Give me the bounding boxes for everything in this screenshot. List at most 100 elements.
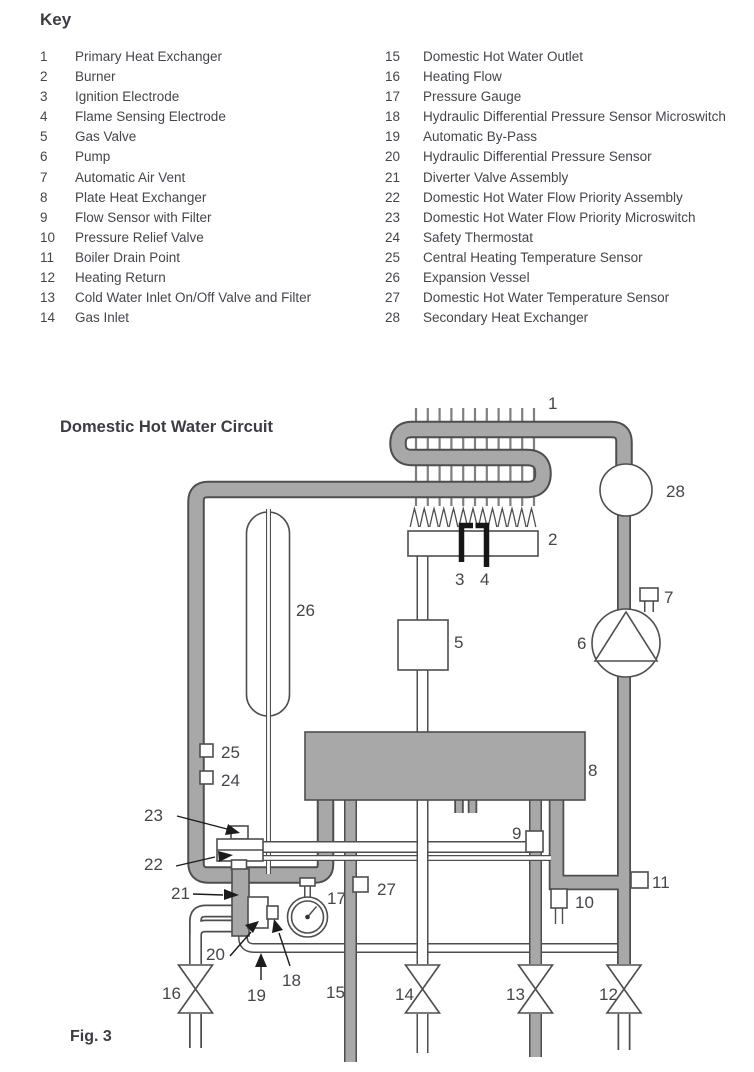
key-item-label: Gas Valve — [75, 129, 137, 145]
key-item: 14 Gas Inlet — [40, 308, 311, 328]
callout-arrows — [175, 815, 291, 980]
key-item-number: 1 — [40, 49, 48, 64]
flame-sensing-electrode — [475, 522, 490, 567]
callout-21: 21 — [171, 884, 190, 903]
key-item: 10 Pressure Relief Valve — [40, 228, 311, 248]
key-item-label: Flame Sensing Electrode — [75, 109, 226, 125]
callout-3: 3 — [455, 570, 464, 589]
callout-13: 13 — [506, 985, 525, 1004]
automatic-air-vent — [639, 587, 659, 602]
key-item-label: Pump — [75, 149, 111, 165]
key-item-label: Domestic Hot Water Flow Priority Microsw… — [423, 209, 696, 225]
callout-28: 28 — [666, 482, 685, 501]
plate-heat-exchanger — [304, 731, 586, 801]
key-item-number: 24 — [385, 229, 401, 245]
key-item: 3 Ignition Electrode — [40, 87, 311, 107]
callout-14: 14 — [395, 985, 414, 1004]
callout-6: 6 — [577, 634, 586, 653]
callout-11: 11 — [652, 873, 670, 892]
callout-10: 10 — [575, 893, 594, 912]
callout-22: 22 — [144, 855, 163, 874]
key-item-label: Domestic Hot Water Flow Priority Assembl… — [423, 189, 683, 205]
key-item-number: 15 — [385, 49, 401, 64]
callout-labels: 1 2 3 4 5 6 7 8 9 10 11 12 13 14 15 16 1… — [144, 394, 685, 1005]
callout-8: 8 — [588, 761, 597, 780]
callout-23: 23 — [144, 806, 163, 825]
callout-20: 20 — [206, 945, 225, 964]
key-item-label: Plate Heat Exchanger — [75, 189, 207, 205]
key-item-label: Pressure Relief Valve — [75, 229, 204, 245]
callout-27: 27 — [377, 880, 396, 899]
valve-gas-inlet — [403, 964, 442, 1014]
callout-26: 26 — [296, 601, 315, 620]
key-item-label: Automatic Air Vent — [75, 169, 186, 185]
key-item-label: Hydraulic Differential Pressure Sensor M… — [423, 109, 726, 125]
key-item-number: 3 — [40, 89, 48, 105]
key-item-label: Central Heating Temperature Sensor — [423, 249, 643, 265]
key-item-number: 21 — [385, 169, 401, 185]
key-item-label: Ignition Electrode — [75, 89, 180, 105]
key-item-number: 16 — [385, 69, 401, 85]
callout-25: 25 — [221, 743, 240, 762]
ignition-electrode — [458, 522, 473, 562]
callout-15: 15 — [326, 983, 345, 1002]
callout-18: 18 — [282, 971, 301, 990]
figure-caption: Fig. 3 — [70, 1028, 112, 1045]
key-item-label: Hydraulic Differential Pressure Sensor — [423, 149, 652, 165]
key-item: 26 Expansion Vessel — [385, 268, 726, 288]
callout-2: 2 — [548, 530, 557, 549]
key-item-number: 10 — [40, 229, 56, 245]
pressure-gauge — [286, 877, 329, 938]
key-item-label: Automatic By-Pass — [423, 129, 538, 145]
key-item-number: 13 — [40, 290, 56, 306]
key-item-number: 14 — [40, 310, 56, 326]
key-heading: Key — [40, 10, 72, 29]
boiler-drain-point — [630, 871, 649, 889]
key-item: 21 Diverter Valve Assembly — [385, 168, 726, 188]
callout-4: 4 — [480, 570, 489, 589]
valve-heating-return — [605, 964, 643, 1014]
key-item-label: Cold Water Inlet On/Off Valve and Filter — [75, 290, 312, 306]
key-item: 13 Cold Water Inlet On/Off Valve and Filt… — [40, 288, 311, 308]
key-item: 16 Heating Flow — [385, 67, 726, 87]
key-item-label: Gas Inlet — [75, 310, 130, 326]
valve-cold-water-inlet — [516, 964, 555, 1014]
central-heating-temperature-sensor — [199, 743, 214, 758]
key-item-number: 4 — [40, 109, 48, 125]
key-item-label: Burner — [75, 69, 116, 85]
key-item-number: 2 — [40, 69, 48, 85]
burner-flames — [409, 506, 537, 528]
key-item-number: 20 — [385, 149, 401, 165]
diagram-title: Domestic Hot Water Circuit — [60, 418, 274, 436]
key-item-label: Diverter Valve Assembly — [423, 169, 569, 185]
key-item-number: 6 — [40, 149, 48, 165]
key-item: 6 Pump — [40, 147, 311, 167]
callout-1: 1 — [548, 394, 557, 413]
key-item-number: 26 — [385, 270, 401, 286]
key-item-label: Expansion Vessel — [423, 270, 530, 286]
callout-5: 5 — [454, 633, 463, 652]
hydraulic-pressure-sensor-microswitch — [266, 905, 279, 920]
expansion-vessel — [245, 509, 291, 874]
key-item-label: Domestic Hot Water Temperature Sensor — [423, 290, 670, 306]
callout-16: 16 — [162, 984, 181, 1003]
key-item-number: 18 — [385, 109, 401, 125]
key-item-label: Heating Flow — [423, 69, 502, 85]
flow-sensor — [525, 830, 544, 853]
pump — [591, 608, 661, 678]
burner — [407, 530, 539, 557]
key-item-label: Flow Sensor with Filter — [75, 209, 212, 225]
